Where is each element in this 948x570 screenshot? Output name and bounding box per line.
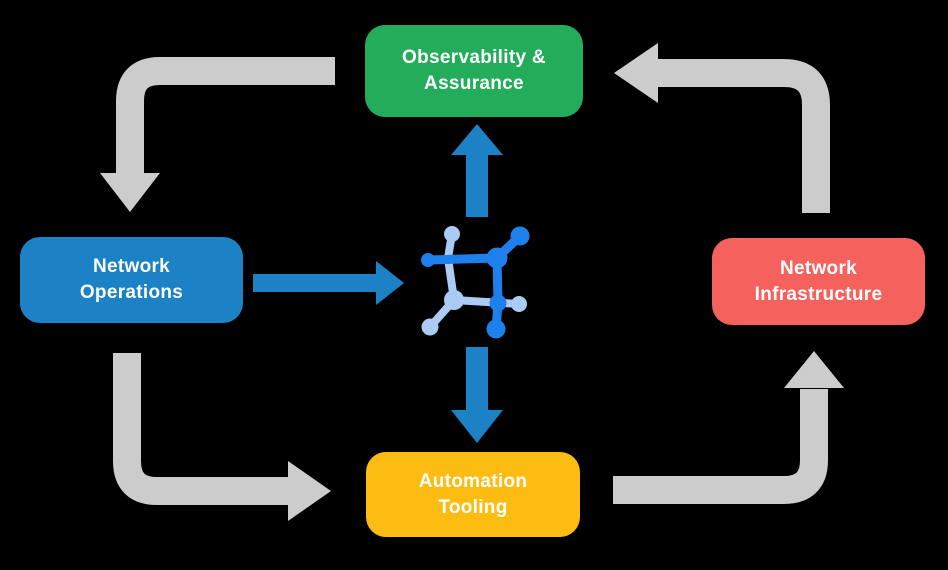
arrow-center-to-observability bbox=[451, 124, 503, 217]
icon-corner-node bbox=[444, 290, 464, 310]
arrow-infrastructure-to-observability bbox=[614, 43, 830, 213]
node-label-automation-tooling: Automation Tooling bbox=[419, 469, 528, 521]
icon-node-dot bbox=[511, 296, 527, 312]
label-line: Infrastructure bbox=[754, 283, 883, 305]
arrow-head-left bbox=[614, 43, 658, 103]
arrow-shaft bbox=[658, 59, 830, 213]
network-fabric-icon bbox=[421, 226, 530, 339]
node-automation-tooling: Automation Tooling bbox=[366, 452, 580, 537]
arrow-head-right bbox=[288, 461, 331, 521]
icon-line bbox=[444, 230, 523, 308]
arrow-head-up bbox=[451, 124, 503, 155]
icon-node-dot bbox=[510, 226, 530, 246]
label-line: Operations bbox=[79, 282, 184, 303]
label-line: Tooling bbox=[438, 496, 508, 518]
icon-node-dot bbox=[421, 253, 435, 267]
arrow-head-down bbox=[451, 410, 503, 443]
label-line: Observability & bbox=[402, 47, 546, 68]
arrow-center-to-automation bbox=[451, 347, 503, 443]
arrow-shaft bbox=[113, 353, 288, 505]
node-network-operations: Network Operations bbox=[20, 237, 243, 323]
arrow-operations-to-automation bbox=[113, 353, 331, 521]
node-label-observability-assurance: Observability & Assurance bbox=[402, 45, 546, 97]
arrow-head-down bbox=[100, 173, 160, 212]
arrow-head-right bbox=[376, 261, 404, 305]
arrow-automation-to-infrastructure bbox=[613, 351, 844, 504]
label-line: Network bbox=[92, 256, 171, 277]
icon-node-dot bbox=[421, 318, 439, 336]
node-label-network-infrastructure: Network Infrastructure bbox=[755, 256, 883, 308]
icon-corner-node bbox=[489, 294, 507, 312]
icon-node-dot bbox=[444, 226, 460, 242]
icon-node-dot bbox=[486, 319, 506, 339]
node-network-infrastructure: Network Infrastructure bbox=[712, 238, 925, 325]
label-line: Assurance bbox=[424, 73, 524, 94]
node-observability-assurance: Observability & Assurance bbox=[365, 25, 583, 117]
label-line: Automation bbox=[418, 470, 528, 492]
arrow-operations-to-center bbox=[253, 261, 404, 305]
icon-line bbox=[423, 253, 503, 334]
label-line: Network bbox=[779, 257, 858, 279]
arrow-shaft bbox=[613, 389, 828, 504]
node-label-network-operations: Network Operations bbox=[80, 254, 183, 306]
arrow-shaft bbox=[116, 57, 335, 174]
icon-corner-node bbox=[486, 247, 508, 269]
arrow-observability-to-operations bbox=[100, 57, 335, 212]
arrow-head-up bbox=[784, 351, 844, 388]
